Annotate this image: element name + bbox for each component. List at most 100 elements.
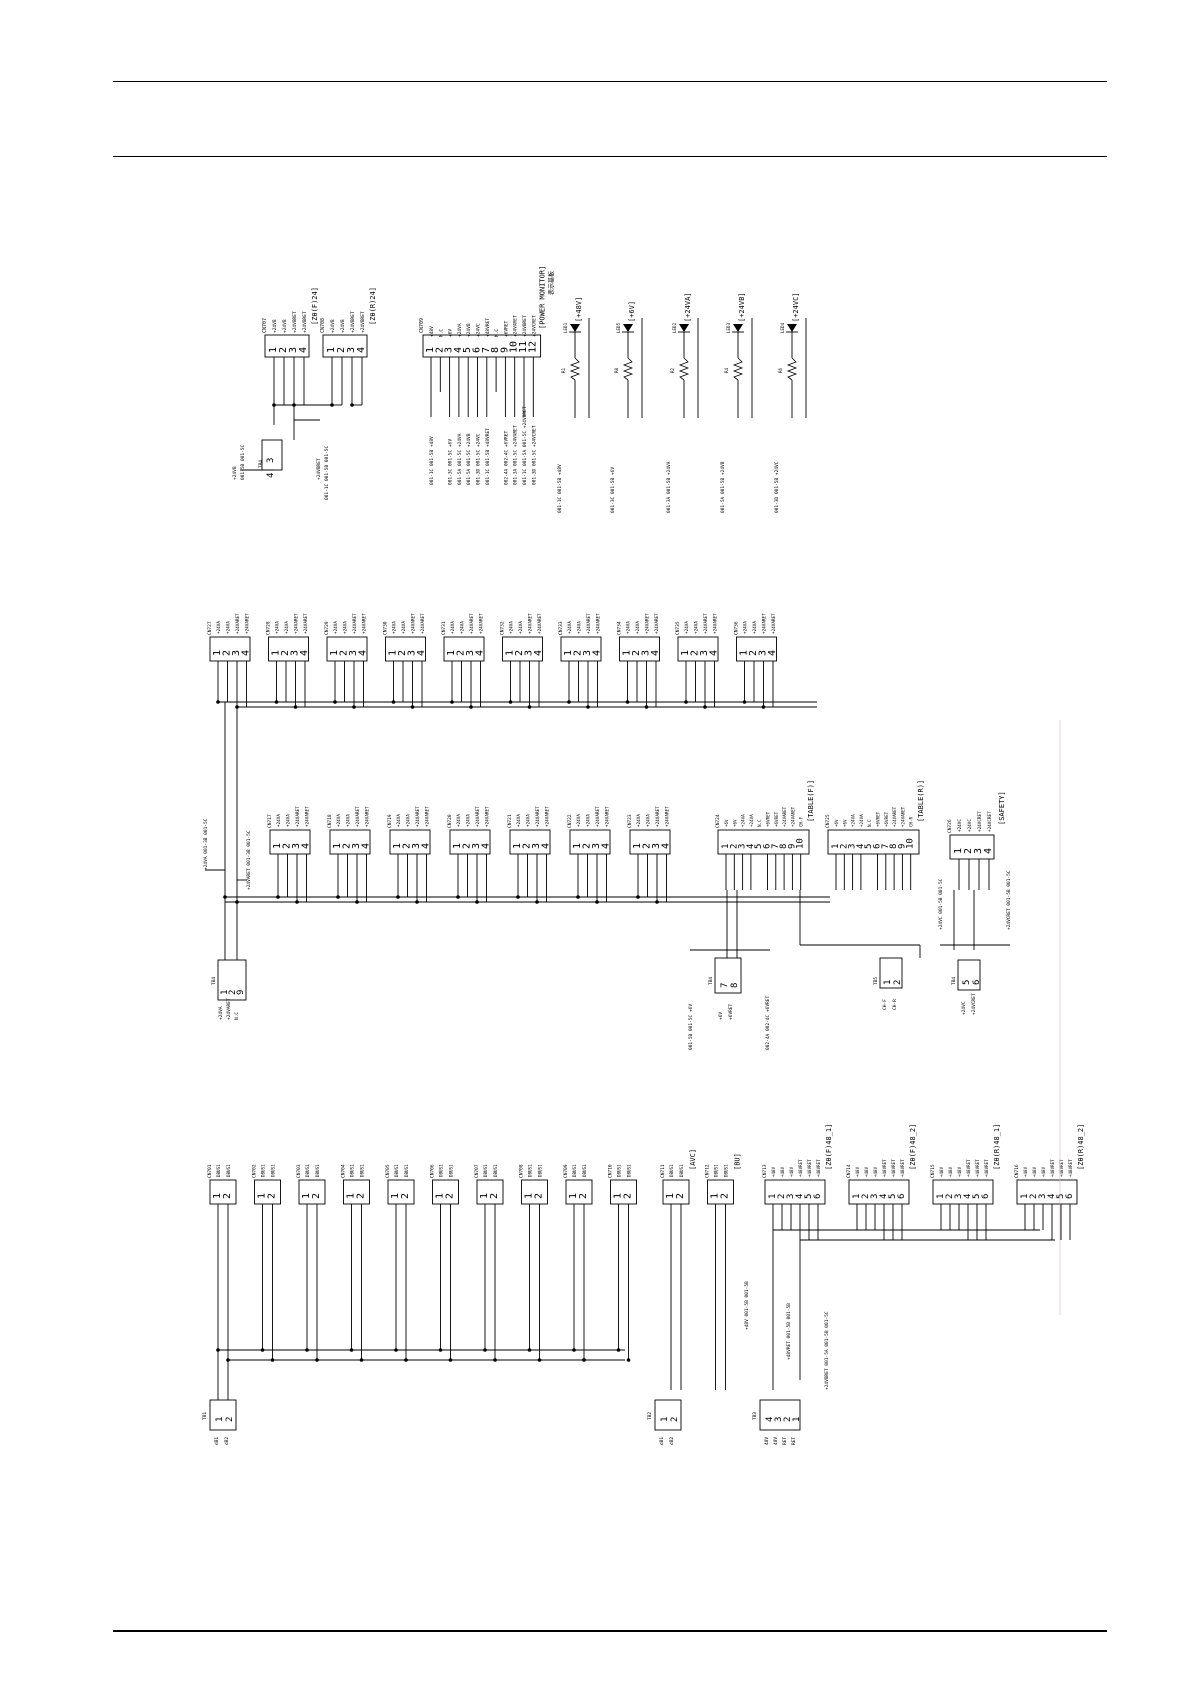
terminal-block: [714, 957, 742, 994]
pin-label: +6V: [718, 1012, 724, 1020]
pin-signal: +6VRET: [884, 811, 889, 827]
connector-box: [610, 1179, 637, 1205]
pin-number: 2: [280, 650, 291, 656]
connector-name: CN726: [947, 819, 953, 833]
pin-signal: +24VARET: [535, 806, 541, 827]
pin-number: 6: [813, 1194, 823, 1199]
pin-number: 10: [906, 838, 916, 849]
pin-signal: +24VARET: [900, 806, 905, 827]
pin-number: 3: [786, 1194, 796, 1199]
pin-number: 3: [471, 843, 482, 849]
connector-label: [Zθ(R)24]: [369, 287, 377, 325]
connector-name: CN713: [762, 1164, 768, 1178]
junction-dot: [223, 895, 227, 899]
pin-number: 1: [883, 980, 893, 985]
connector-box: [509, 829, 551, 855]
pin-signal: N.C: [438, 329, 444, 337]
pin-signal: +6V: [448, 329, 454, 337]
connector-box: [717, 829, 810, 855]
pin-number: 2: [675, 1193, 686, 1199]
pin-number: 4: [856, 844, 866, 849]
pin-number: 1: [326, 347, 337, 353]
pin-number: 4: [983, 848, 994, 854]
pin-signal: +24VA: [636, 814, 642, 827]
pin-number: 2: [282, 843, 293, 849]
pin-label: RET: [782, 1437, 788, 1445]
pin-signal: DBUS1: [360, 1164, 365, 1177]
connector-label: [SAFETY]: [998, 791, 1006, 825]
pin-number: 3: [1038, 1194, 1048, 1199]
terminal-name: TB5: [873, 977, 879, 985]
pin-number: 3: [524, 650, 535, 656]
connector-label: [Zθ(R)48_1]: [993, 1124, 1001, 1170]
pin-number: 1: [212, 1193, 223, 1199]
pin-number: 2: [573, 650, 584, 656]
pin-number: 1: [1020, 1194, 1030, 1199]
pin-signal: +24VA: [406, 814, 412, 827]
pin-number: 2: [839, 844, 849, 849]
pin-signal: CH-F: [799, 816, 804, 827]
pin-number: 1: [739, 650, 750, 656]
pin-signal: +24VARET: [479, 613, 485, 634]
pin-label: 48V: [773, 1437, 779, 1445]
pin-number: 1: [220, 990, 230, 995]
connector-name: CN719: [387, 814, 393, 828]
led-diode-icon: [623, 324, 633, 332]
pin-label: 48V: [764, 1437, 770, 1445]
pin-label: +24VCRET: [971, 993, 977, 1015]
pin-number: 2: [225, 1417, 235, 1422]
connector-box: [677, 636, 719, 662]
pin-signal: +48VRET: [485, 318, 491, 337]
pin-number: 4: [299, 650, 310, 656]
connector-box: [449, 829, 491, 855]
pin-signal: +24VA: [457, 323, 463, 337]
pin-number: 2: [267, 1193, 278, 1199]
resistor-name: R4: [724, 367, 729, 373]
pin-signal: +24VARET: [295, 806, 301, 827]
pin-number: 4: [746, 844, 756, 849]
pin-number: 2: [397, 650, 408, 656]
pin-label: dB1: [214, 1437, 220, 1445]
pin-signal: +48V: [771, 1166, 776, 1177]
pin-number: 2: [631, 650, 642, 656]
pin-number: 2: [222, 650, 233, 656]
pin-signal: +48VRET: [975, 1159, 980, 1177]
pin-number: 1: [346, 1193, 357, 1199]
pin-signal: DBUS1: [679, 1164, 684, 1177]
pin-label: +24VA: [218, 1006, 224, 1020]
pin-number: 2: [893, 980, 903, 985]
net-label: 001-5B 001-5C +6V: [688, 1004, 694, 1050]
pin-label: dB1: [659, 1437, 665, 1445]
connector-box: [521, 1179, 548, 1205]
terminal-name: TB4: [258, 460, 264, 468]
pin-number: 4: [879, 1194, 889, 1199]
connector-name: CN724: [715, 814, 721, 828]
pin-number: 4: [298, 347, 309, 353]
connector-name: CN712: [705, 1164, 711, 1178]
led-label: [+48V]: [575, 297, 583, 322]
pin-number: 8: [779, 844, 789, 849]
pin-signal: +48VRET: [900, 1159, 905, 1177]
pin-number: 6: [981, 1194, 991, 1199]
pin-signal: +24VCRET: [977, 811, 983, 832]
connector-name: CN730: [383, 621, 389, 635]
pin-number: 1: [329, 650, 340, 656]
connector-name: CN729: [324, 621, 330, 635]
pin-number: 10: [509, 341, 520, 353]
net-label: 001-3C 001-5B +6V: [610, 467, 616, 513]
pin-number: 4: [661, 843, 672, 849]
connector-box: [662, 1179, 690, 1205]
pin-number: 3: [774, 1417, 784, 1422]
led-name: LED4: [780, 322, 785, 333]
pin-number: 3: [266, 458, 276, 463]
pin-number: 9: [236, 990, 246, 995]
pin-signal: +24VA: [694, 621, 700, 634]
pin-number: 8: [490, 347, 501, 353]
connector-box: [385, 636, 426, 662]
pin-signal: +48VRET: [891, 1159, 896, 1177]
connector-box: [422, 334, 542, 358]
pin-number: 1: [215, 1417, 225, 1422]
pin-number: 8: [730, 983, 740, 988]
led-diode-icon: [570, 324, 580, 332]
pin-number: 10: [796, 838, 806, 849]
